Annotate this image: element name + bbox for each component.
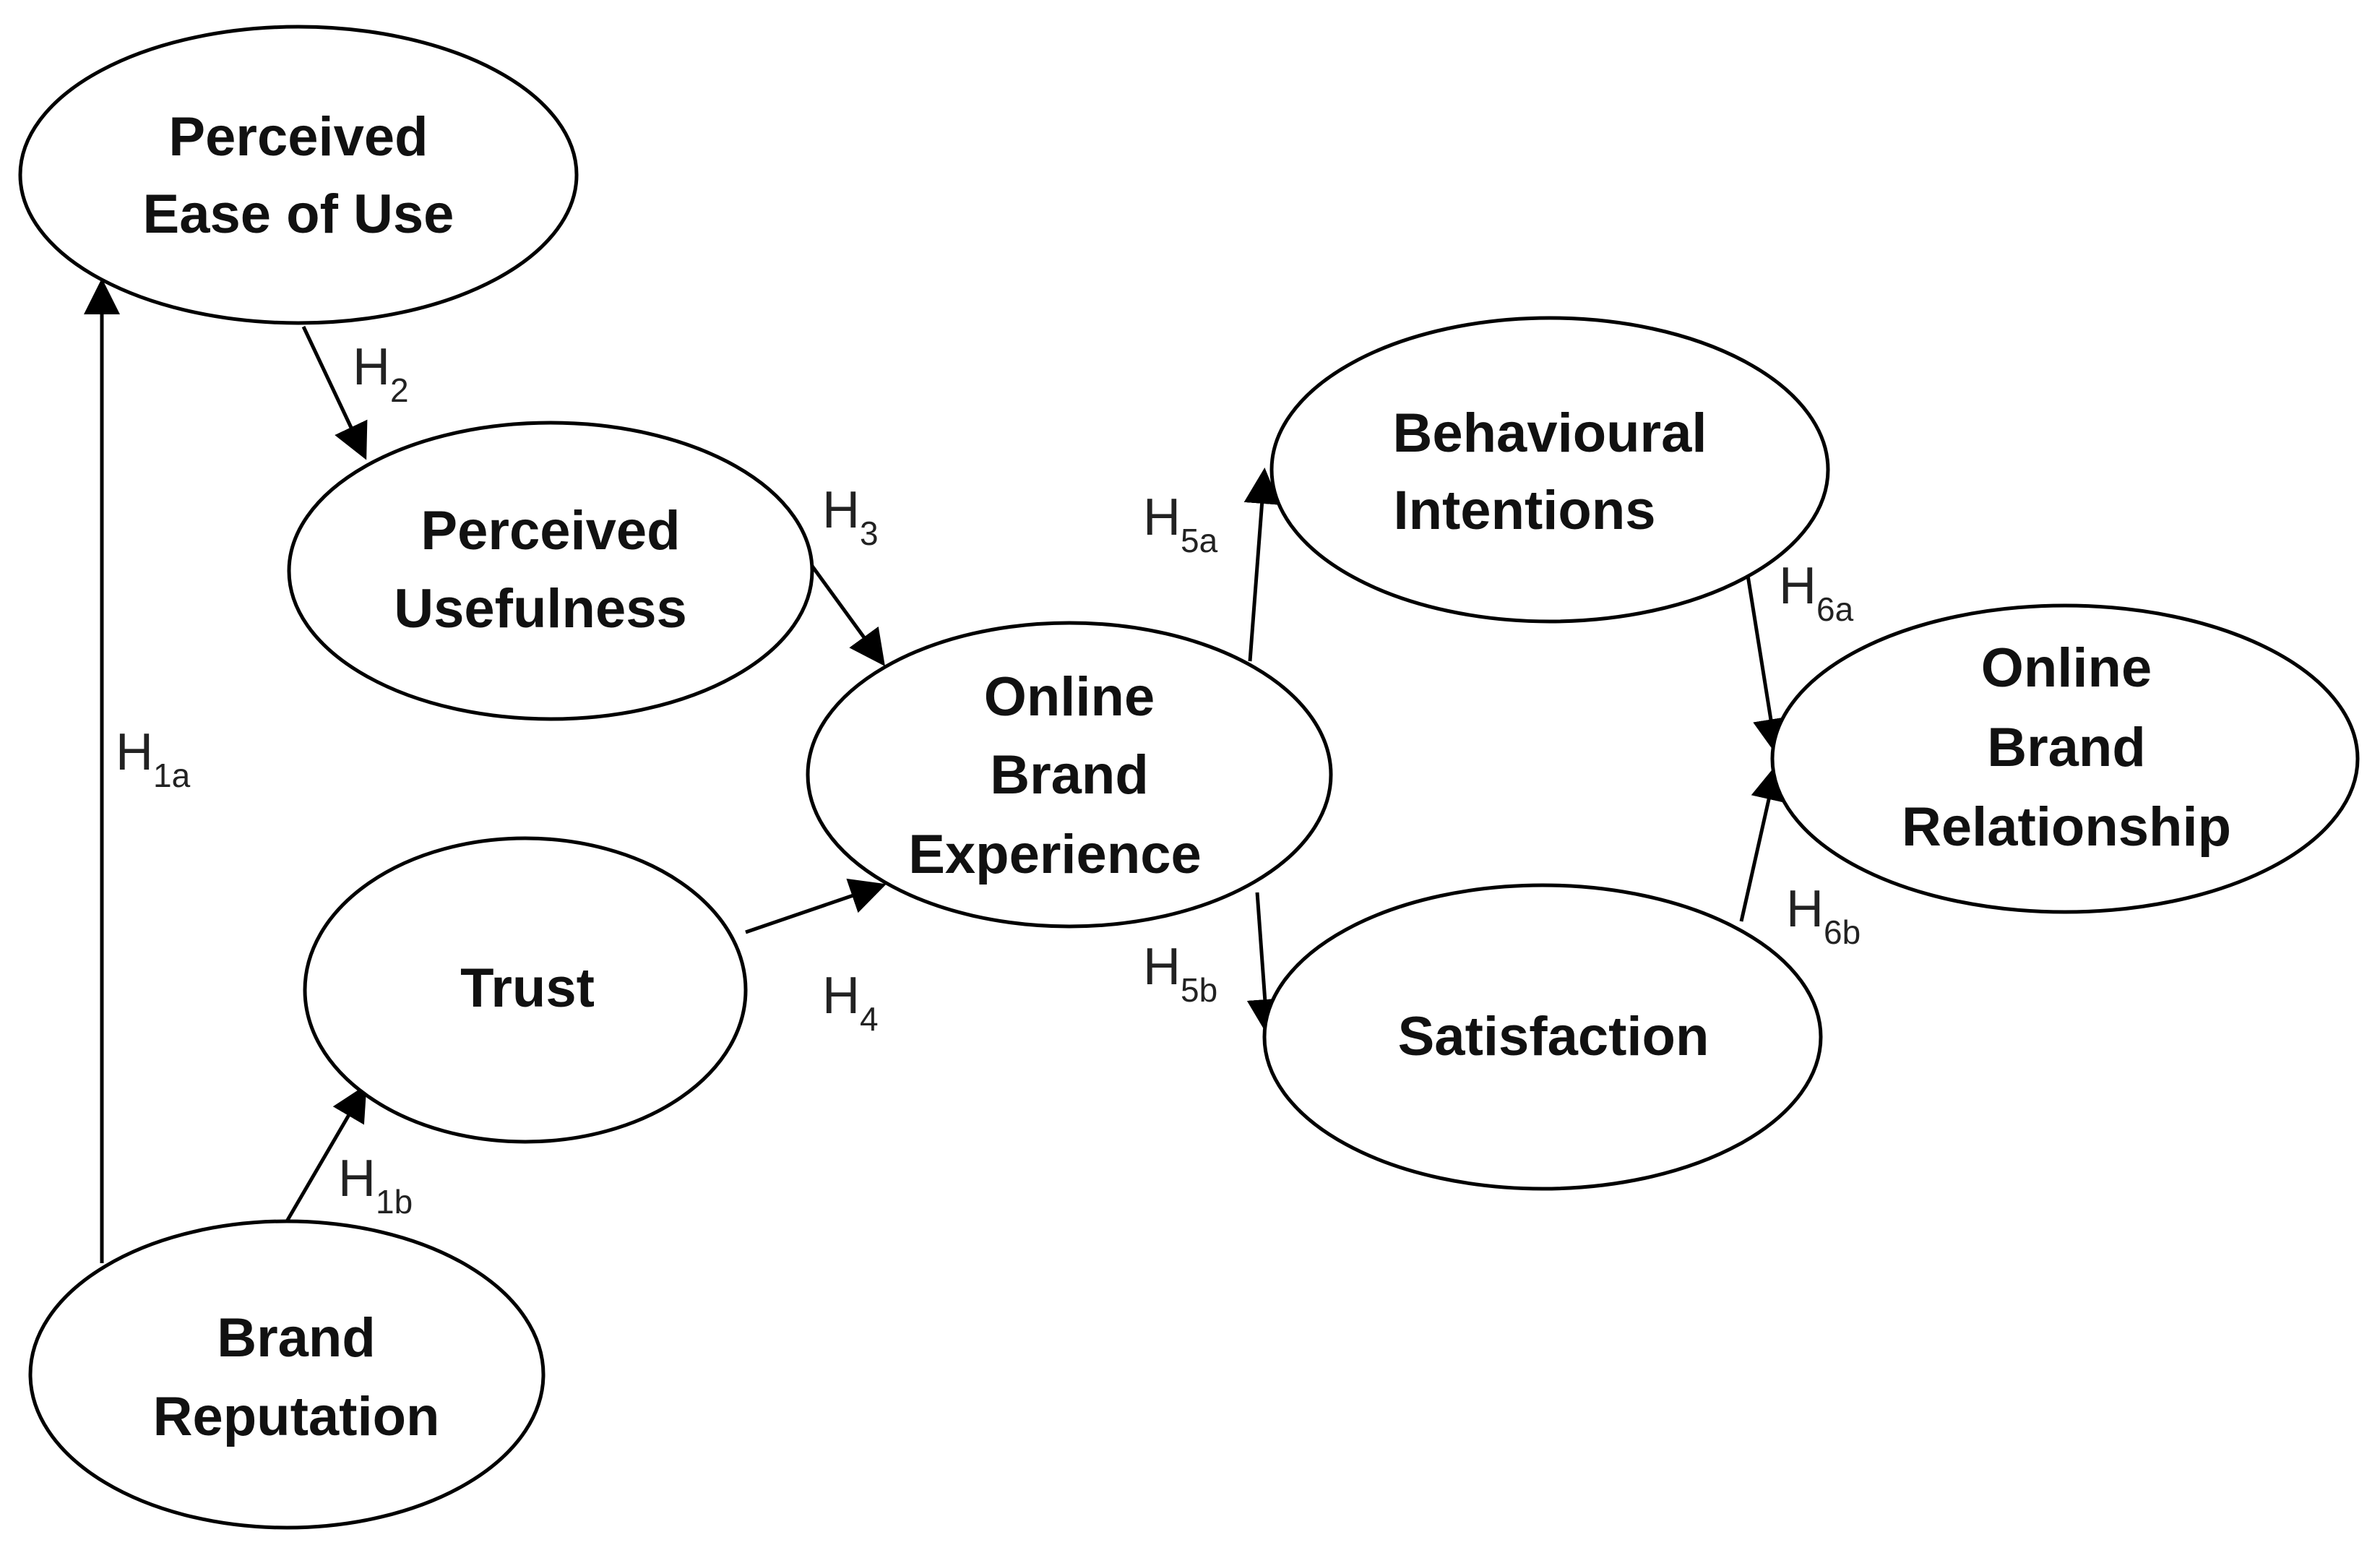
hypothesis-label-h1b: H1b <box>338 1150 413 1221</box>
edge-h3 <box>806 559 885 667</box>
node-behavioural-intentions: Behavioural Intentions <box>1269 316 1830 624</box>
node-label-line: Experience <box>908 824 1202 885</box>
edge-h1b <box>285 1084 367 1223</box>
edges <box>84 278 1789 1263</box>
edge-h6b <box>1739 764 1787 922</box>
node-ellipse <box>806 621 1333 929</box>
node-label-line: Relationship <box>1902 796 2231 858</box>
node-ellipse <box>303 836 748 1144</box>
edge-h5b <box>1246 892 1283 1036</box>
node-label-line: Intentions <box>1393 480 1655 541</box>
node-brand-reputation: Brand Reputation <box>28 1219 546 1530</box>
node-label-line: Brand <box>1987 717 2146 778</box>
node-label-line: Trust <box>460 957 595 1019</box>
node-label-line: Reputation <box>153 1386 440 1447</box>
edge-h2 <box>301 325 368 460</box>
edge-h4 <box>745 878 887 934</box>
node-ellipse <box>28 1219 546 1530</box>
node-ellipse <box>287 421 814 721</box>
node-satisfaction: Satisfaction <box>1262 883 1823 1191</box>
node-online-brand-experience: Online Brand Experience <box>806 621 1333 929</box>
node-ellipse <box>18 25 579 325</box>
hypothesis-label-h6a: H6a <box>1779 557 1854 628</box>
node-label-line: Brand <box>217 1307 376 1369</box>
node-label-line: Brand <box>990 744 1149 806</box>
hypothesis-label-h5a: H5a <box>1143 489 1218 559</box>
hypothesis-label-h3: H3 <box>822 481 879 552</box>
edge-h5a <box>1243 468 1280 662</box>
node-perceived-ease-of-use: Perceived Ease of Use <box>18 25 579 325</box>
hypothesis-label-h2: H2 <box>353 338 409 409</box>
node-trust: Trust <box>303 836 748 1144</box>
node-label-line: Online <box>1981 637 2152 699</box>
node-perceived-usefulness: Perceived Usefulness <box>287 421 814 721</box>
node-ellipse <box>1262 883 1823 1191</box>
node-label-line: Satisfaction <box>1398 1006 1709 1067</box>
hypothesis-label-h6b: H6b <box>1786 880 1861 951</box>
node-ellipse <box>1269 316 1830 624</box>
hypothesis-labels: H1a H1b H2 H3 H4 H5a H5b H6a H6b <box>116 338 1861 1221</box>
node-label-line: Perceived <box>168 106 428 168</box>
node-label-line: Usefulness <box>394 578 687 640</box>
hypothesis-label-h5b: H5b <box>1143 938 1217 1009</box>
node-online-brand-relationship: Online Brand Relationship <box>1770 603 2360 914</box>
node-ellipse <box>1770 603 2360 914</box>
hypothesis-label-h4: H4 <box>822 967 879 1038</box>
node-label-line: Behavioural <box>1392 403 1707 464</box>
node-label-line: Online <box>984 666 1155 728</box>
node-label-line: Ease of Use <box>143 184 454 245</box>
hypothesis-label-h1a: H1a <box>116 723 191 794</box>
edge-h6a <box>1745 570 1789 755</box>
node-label-line: Perceived <box>421 500 680 561</box>
